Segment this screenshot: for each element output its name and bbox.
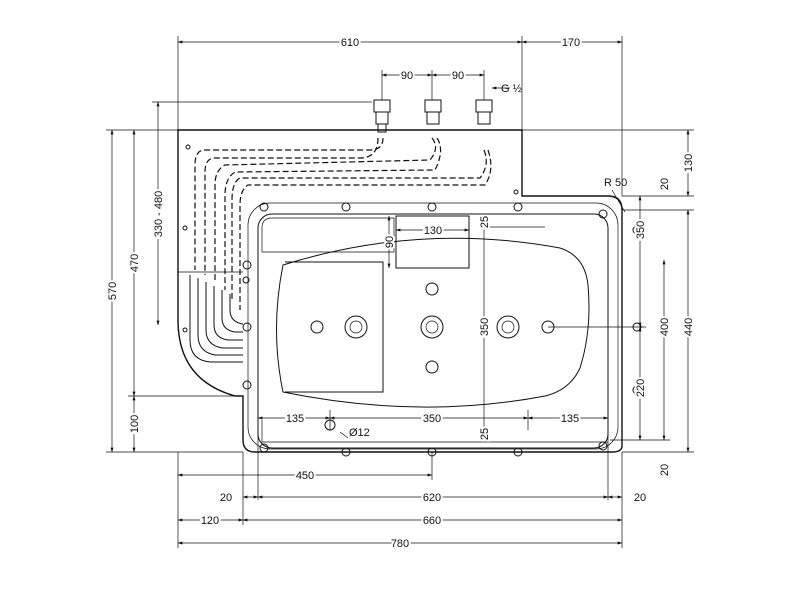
dimension-lines [106,36,694,548]
dim-780: 780 [391,538,409,550]
dim-right-400: 400 [659,318,671,336]
pipe-routing [178,137,492,363]
dim-450: 450 [296,470,314,482]
dim-100: 100 [129,415,141,433]
dim-center-350-h: 350 [423,413,441,425]
pipe-fittings [373,99,493,133]
dim-left-135: 135 [286,413,304,425]
dim-inner-130: 130 [424,225,442,237]
dim-610: 610 [341,37,359,49]
dim-bottom-25: 25 [479,428,491,440]
dim-90-b: 90 [452,70,464,82]
dim-right-135: 135 [561,413,579,425]
dim-570: 570 [107,282,119,300]
dim-right-20-bottom: 20 [659,464,671,476]
dim-center-350: 350 [479,318,491,336]
dim-hole-diameter: Ø12 [349,427,370,439]
dim-top-25: 25 [479,216,491,228]
dim-120: 120 [201,515,219,527]
dim-90-a: 90 [401,70,413,82]
basin-holes [310,282,555,374]
dim-right-350: 350 [635,221,647,239]
dim-right-220: 220 [635,379,647,397]
dim-330-480: 330 - 480 [153,191,165,237]
dim-left-20: 20 [220,492,232,504]
dimension-labels: 610 170 90 90 G ½ 570 470 100 330 - 480 … [105,35,697,552]
dim-660: 660 [423,515,441,527]
dim-right-20-top: 20 [659,178,671,190]
dim-inner-90: 90 [384,236,396,248]
dim-right-130: 130 [683,154,695,172]
dim-right-20: 20 [634,492,646,504]
tub-outline [177,129,623,453]
dim-170: 170 [562,37,580,49]
dim-thread: G ½ [501,83,522,95]
dim-470: 470 [129,254,141,272]
dim-620: 620 [423,492,441,504]
dim-right-440: 440 [683,318,695,336]
dim-radius: R 50 [604,177,627,189]
rim-screws [182,144,642,457]
